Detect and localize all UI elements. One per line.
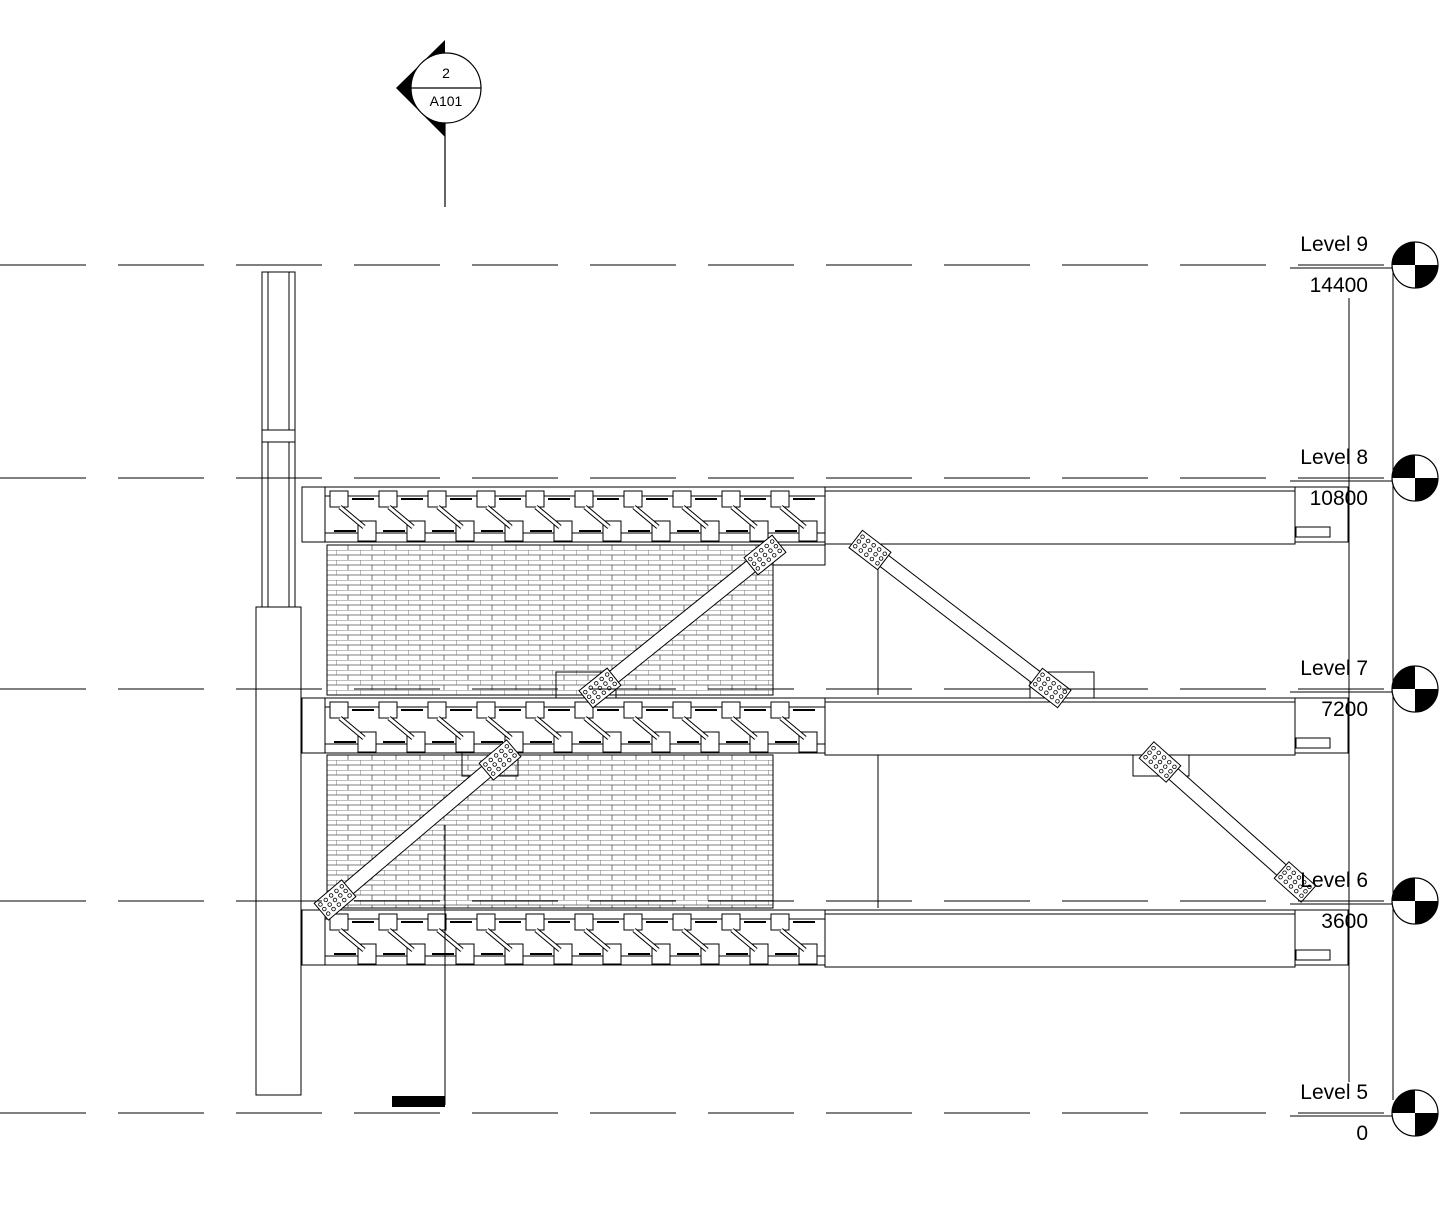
brace — [1138, 741, 1317, 903]
level-name: Level 8 — [1300, 446, 1368, 469]
gusset-plate — [743, 534, 787, 576]
brace — [313, 739, 522, 921]
level-elevation: 10800 — [1310, 487, 1368, 510]
gusset-plate — [848, 529, 892, 571]
floor-trusses — [301, 486, 1349, 968]
gusset-plate — [1028, 667, 1072, 709]
level-name: Level 7 — [1300, 657, 1368, 680]
level-elevation: 7200 — [1321, 698, 1368, 721]
section-marker[interactable]: 2 A101 — [396, 40, 482, 207]
brace — [848, 529, 1072, 709]
level-marker-icon — [1391, 877, 1439, 925]
floor-truss — [301, 486, 1349, 545]
level-elevation: 0 — [1356, 1122, 1368, 1145]
level-name: Level 6 — [1300, 869, 1368, 892]
level-7[interactable]: Level 7 7200 — [0, 657, 1439, 721]
leader-line — [392, 825, 446, 1107]
level-name: Level 5 — [1300, 1081, 1368, 1104]
floor-truss — [301, 909, 1349, 968]
brace — [578, 534, 787, 709]
level-name: Level 9 — [1300, 233, 1368, 256]
dimension-lines — [1348, 268, 1394, 1100]
brick-infill — [326, 544, 774, 909]
floor-truss — [301, 697, 1349, 756]
column — [255, 271, 302, 1096]
sheet-number: A101 — [430, 93, 463, 109]
level-marker-icon — [1391, 454, 1439, 502]
gusset-plate — [478, 739, 522, 781]
level-elevation: 3600 — [1321, 910, 1368, 933]
level-5[interactable]: Level 5 0 — [0, 1081, 1439, 1145]
level-marker-icon — [1391, 665, 1439, 713]
level-9[interactable]: Level 9 14400 — [0, 233, 1439, 297]
level-marker-icon — [1391, 241, 1439, 289]
gusset-plate — [313, 879, 357, 921]
level-6[interactable]: Level 6 3600 — [0, 869, 1439, 933]
level-marker-icon — [1391, 1089, 1439, 1137]
level-elevation: 14400 — [1310, 274, 1368, 297]
gusset-plate — [1138, 741, 1182, 783]
gusset-plate — [578, 667, 622, 709]
gusset-plate — [1273, 861, 1317, 903]
level-8[interactable]: Level 8 10800 — [0, 446, 1439, 510]
diagonal-braces — [313, 529, 1317, 921]
section-number: 2 — [442, 65, 450, 81]
